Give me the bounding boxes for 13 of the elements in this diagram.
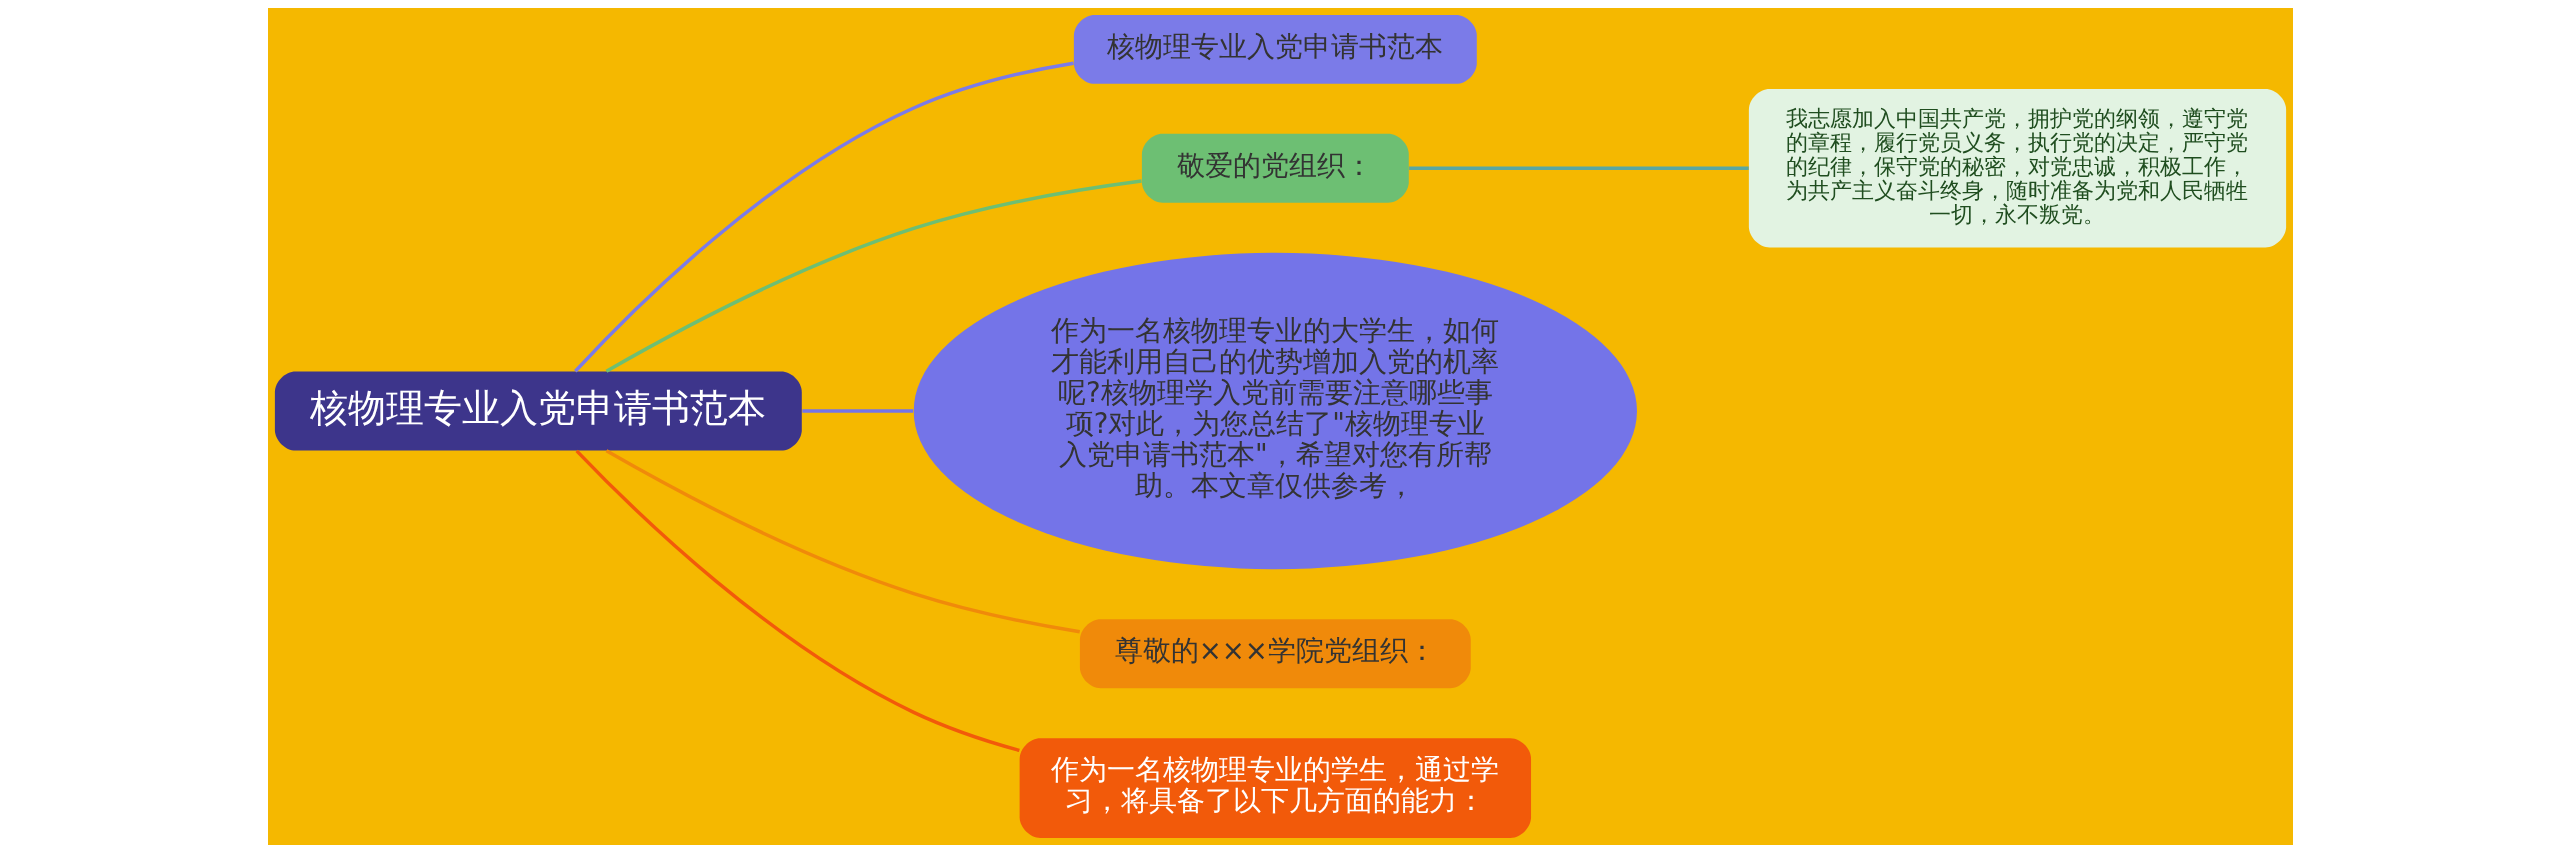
- connector: [605, 449, 1080, 634]
- node-box: 尊敬的×××学院党组织：: [1079, 619, 1471, 689]
- connector: [605, 179, 1142, 373]
- connector: [801, 409, 913, 413]
- node-box: 敬爱的党组织：: [1141, 133, 1409, 203]
- connector: [574, 449, 1020, 752]
- connector: [1408, 166, 1749, 170]
- node-box: 核物理专业入党申请书范本: [1073, 14, 1477, 84]
- node-box: 核物理专业入党申请书范本: [274, 371, 802, 451]
- node-box: 作为一名核物理专业的学生，通过学习，将具备了以下几方面的能力：: [1019, 738, 1531, 839]
- node-box: 我志愿加入中国共产党，拥护党的纲领，遵守党的章程，履行党员义务，执行党的决定，严守党的纪律，保守党的秘密，对党忠诚，积极工作，为共产主义奋斗终身，随时准备为党和人民牺牲一切，永不叛党。: [1748, 89, 2286, 248]
- node-ellipse: 作为一名核物理专业的大学生，如何才能利用自己的优势增加入党的机率呢?核物理学入党前需要注意哪些事项?对此，为您总结了"核物理专业入党申请书范本"，希望对您有所帮助。本文章仅供参考，: [913, 252, 1637, 570]
- connector: [573, 61, 1074, 373]
